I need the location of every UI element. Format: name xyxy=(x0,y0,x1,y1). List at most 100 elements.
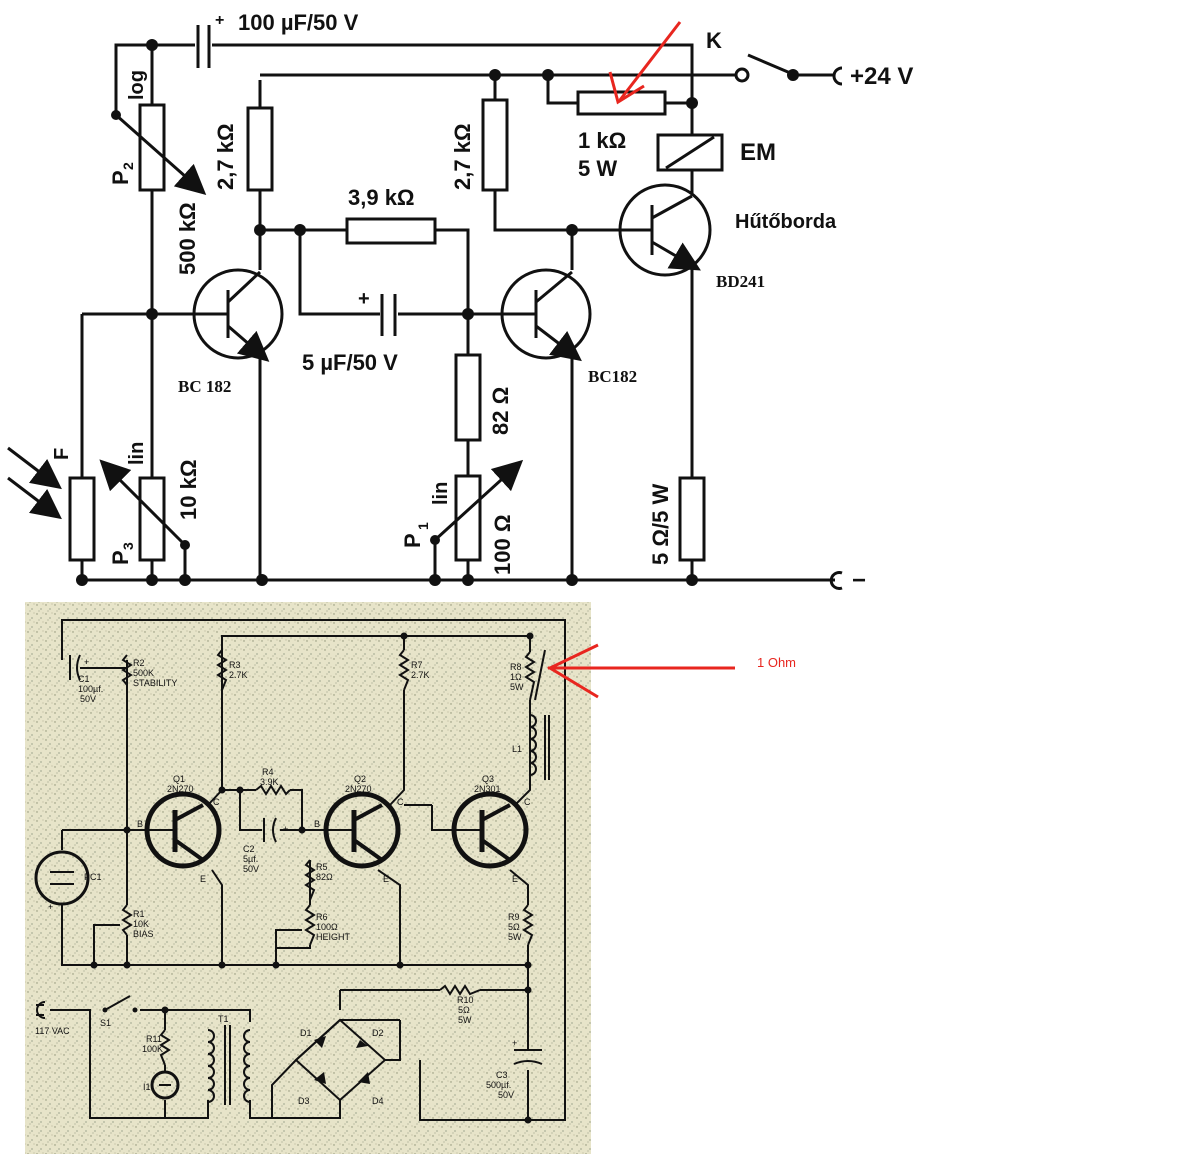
resistor-q2-collector: 2,7 kΩ xyxy=(450,98,509,192)
annotation-1-ohm: 1 Ohm xyxy=(757,655,796,670)
q3-pin-e: E xyxy=(512,874,518,884)
r2-label: R2 xyxy=(133,658,145,668)
s1-label: S1 xyxy=(100,1018,111,1028)
r-5ohm-label: 5 Ω/5 W xyxy=(648,484,673,565)
red-arrow-bottom: 1 Ohm xyxy=(546,643,796,699)
supply-terminals: +24 V − xyxy=(829,63,913,594)
bottom-q1: Q1 2N270 B C E xyxy=(137,774,222,884)
r11-label: R11 xyxy=(146,1034,162,1044)
c3-voltage: 50V xyxy=(498,1090,514,1100)
d2-label: D2 xyxy=(372,1028,384,1038)
r5-label: R5 xyxy=(316,862,328,872)
resistor-5-ohm: 5 Ω/5 W xyxy=(648,476,706,565)
switch-k: K xyxy=(706,28,799,83)
potentiometer-p2: log P 2 500 kΩ xyxy=(108,70,207,275)
resistor-feedback: 3,9 kΩ xyxy=(345,185,437,245)
q3-label: Q3 xyxy=(482,774,494,784)
bottom-q2: Q2 2N270 B C E xyxy=(314,774,404,884)
transistor-bd241: Hűtőborda BD241 xyxy=(618,183,837,291)
r-em-label: 1 kΩ xyxy=(578,128,626,153)
r10-label: R10 xyxy=(457,995,474,1005)
bottom-r5: R5 82Ω xyxy=(304,859,333,901)
c2-label: C2 xyxy=(243,844,255,854)
bottom-r9: R9 5Ω 5W xyxy=(508,904,534,946)
c1-value: 100µf. xyxy=(78,684,103,694)
r6-value: 100Ω xyxy=(316,922,338,932)
c-input-plus: + xyxy=(215,12,224,29)
p3-value: 10 kΩ xyxy=(176,460,201,520)
capacitor-5uf: + 5 µF/50 V xyxy=(302,288,398,375)
supply-pos-label: +24 V xyxy=(850,63,913,90)
q2-pin-b: B xyxy=(314,819,320,829)
scanned-paper-background xyxy=(25,602,591,1154)
r2-value: 500K xyxy=(133,668,154,678)
bottom-r11-lamp: R11 100K I1 xyxy=(142,1029,180,1100)
p3-name: P xyxy=(108,550,133,565)
d4-label: D4 xyxy=(372,1096,384,1106)
q1-pin-c: C xyxy=(213,797,220,807)
q1-label: BC 182 xyxy=(178,377,231,396)
p1-sub: 1 xyxy=(415,522,431,530)
r3-value: 2.7K xyxy=(229,670,248,680)
potentiometer-p1: lin P 1 100 Ω xyxy=(400,459,524,575)
c-coupling-plus: + xyxy=(358,288,370,310)
r10-power: 5W xyxy=(458,1015,472,1025)
q3-pin-c: C xyxy=(524,797,531,807)
r3-label: R3 xyxy=(229,660,241,670)
p3-sub: 3 xyxy=(120,542,136,550)
q2-label: BC182 xyxy=(588,367,637,386)
p2-name: P xyxy=(108,170,133,185)
q2-pin-c: C xyxy=(397,797,404,807)
bottom-c1: + C1 100µf. 50V xyxy=(69,654,103,704)
q1-pin-b: B xyxy=(137,819,143,829)
c1-label: C1 xyxy=(78,674,90,684)
mains-label: 117 VAC xyxy=(35,1026,70,1036)
r-q1c-label: 2,7 kΩ xyxy=(213,123,238,190)
supply-neg-label: − xyxy=(852,567,866,594)
bottom-r2: R2 500K STABILITY xyxy=(121,654,177,688)
r1-name: BIAS xyxy=(133,929,154,939)
c1-voltage: 50V xyxy=(80,694,96,704)
bottom-r3: R3 2.7K xyxy=(216,649,248,691)
c-input-label: 100 µF/50 V xyxy=(238,10,359,35)
q3-type: 2N301 xyxy=(474,784,501,794)
bottom-schematic: + C1 100µf. 50V R2 500K STABILITY R3 2.7… xyxy=(25,602,796,1154)
c-coupling-label: 5 µF/50 V xyxy=(302,350,398,375)
q2-pin-e: E xyxy=(383,874,389,884)
bottom-c3: + C3 500µf. 50V xyxy=(486,1038,543,1100)
potentiometer-p3: lin P 3 10 kΩ xyxy=(99,442,201,565)
bottom-r8: R8 1Ω 5W xyxy=(510,649,546,701)
bottom-junctions xyxy=(90,632,534,1124)
p2-type: log xyxy=(126,70,148,100)
p3-type: lin xyxy=(126,442,148,465)
bottom-r10: R10 5Ω 5W xyxy=(439,984,481,1025)
q1-type: 2N270 xyxy=(167,784,194,794)
r7-value: 2.7K xyxy=(411,670,430,680)
r-q2c-label: 2,7 kΩ xyxy=(450,123,475,190)
d1-label: D1 xyxy=(300,1028,312,1038)
bottom-pc1: PC1 + xyxy=(34,850,102,912)
capacitor-100uf: + 100 µF/50 V xyxy=(196,10,359,68)
bottom-c2: + C2 5µf. 50V xyxy=(243,817,288,874)
r1-label: R1 xyxy=(133,909,145,919)
r5-value: 82Ω xyxy=(316,872,333,882)
t1-label: T1 xyxy=(218,1014,229,1024)
switch-label: K xyxy=(706,28,722,53)
r2-name: STABILITY xyxy=(133,678,177,688)
r-feedback-label: 3,9 kΩ xyxy=(348,185,415,210)
p2-sub: 2 xyxy=(120,162,136,170)
photo-label: F xyxy=(51,448,73,460)
transistor-q2: BC182 xyxy=(500,268,637,386)
top-schematic: + 100 µF/50 V log P 2 500 kΩ 2,7 kΩ 2,7 … xyxy=(7,10,913,594)
r7-label: R7 xyxy=(411,660,423,670)
p1-value: 100 Ω xyxy=(490,515,515,575)
bottom-bridge: D1 D2 D3 D4 xyxy=(294,1018,387,1106)
q2-type: 2N270 xyxy=(345,784,372,794)
transistor-q1: BC 182 xyxy=(178,268,284,396)
r9-value: 5Ω xyxy=(508,922,520,932)
r-82-label: 82 Ω xyxy=(488,387,513,435)
bottom-r4: R4 3.9K xyxy=(255,767,291,796)
q3-label: BD241 xyxy=(716,272,765,291)
bottom-r1: R1 10K BIAS xyxy=(93,904,154,939)
c3-label: C3 xyxy=(496,1070,508,1080)
